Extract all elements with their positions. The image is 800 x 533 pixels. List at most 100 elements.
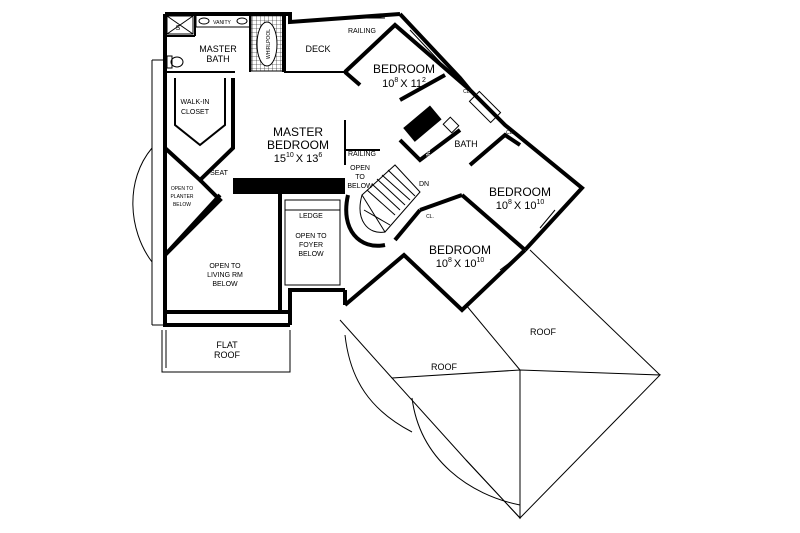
window-bed3: [499, 254, 521, 271]
living-label-2: LIVING RM: [207, 272, 243, 279]
wall-left: [163, 14, 290, 327]
foyer-label-3: BELOW: [298, 251, 324, 258]
roof-area: [339, 249, 662, 520]
linen-label: LINEN: [426, 144, 432, 159]
shower-stall: [166, 15, 194, 35]
closet-wall: [174, 78, 226, 147]
roof-ridge: [465, 304, 521, 371]
whirlpool-icon: [256, 21, 278, 67]
stair-tread: [366, 189, 396, 216]
flat-roof-label-2: ROOF: [214, 350, 241, 360]
whirlpool-label: WHIRLPOOL: [266, 29, 272, 59]
toilet-icon: [170, 56, 184, 68]
flat-roof-area: [161, 330, 291, 373]
railing-stair-label: RAILING: [348, 151, 376, 158]
shower-diag: [166, 15, 194, 35]
roof-eave: [529, 249, 661, 376]
foyer-label-1: OPEN TO: [295, 233, 327, 240]
closet-cl-1: CL.: [463, 89, 471, 95]
tub: [468, 90, 502, 124]
roof-plane-left: [390, 369, 521, 520]
bedroom3-name: BEDROOM: [429, 243, 491, 257]
closet-label-1: WALK-IN: [181, 99, 210, 106]
stair-tread: [387, 169, 416, 197]
stair-tread: [363, 209, 391, 226]
planter-label-1: OPEN TO: [171, 186, 193, 192]
bedroom1-name: BEDROOM: [373, 62, 435, 76]
bed3-north: [419, 193, 463, 212]
bath-sink: [442, 116, 460, 134]
stair-curve-inner: [359, 194, 386, 233]
open-below-1: OPEN: [350, 165, 370, 172]
shower-label: S: [176, 25, 181, 32]
seat-label: SEAT: [210, 170, 228, 177]
interior-walls: [163, 14, 527, 314]
planter-wall-top: [163, 78, 235, 183]
closet-cl-3: CL.: [426, 214, 434, 220]
stair-tread: [376, 178, 406, 206]
bedroom1-jamb: [343, 70, 362, 87]
ledge-label: LEDGE: [299, 213, 323, 220]
roof-curve-large: [411, 397, 521, 506]
bedroom1-south: [399, 73, 446, 102]
dn-label: DN: [419, 181, 429, 188]
wall-foyer-bottom: [288, 288, 345, 325]
foyer-label-2: FOYER: [299, 242, 323, 249]
staircase: [344, 164, 421, 248]
living-label-3: BELOW: [212, 281, 238, 288]
window-bed2: [539, 209, 556, 229]
labels: S VANITY WHIRLPOOL MASTER BATH DECK RAIL…: [170, 20, 556, 372]
bath-wall: [398, 128, 462, 163]
bed2-closet-wall: [468, 132, 522, 167]
roof-eave-bottom: [465, 459, 521, 519]
roof-right-label: ROOF: [530, 327, 557, 337]
wall-south: [343, 248, 527, 313]
fixtures: [166, 14, 284, 72]
roof-plane-right: [519, 369, 662, 520]
vanity-counter: [195, 14, 251, 28]
flat-roof-outline: [161, 330, 291, 373]
vanity-label: VANITY: [213, 20, 231, 26]
master-bedroom-name-2: BEDROOM: [267, 138, 329, 152]
roof-edge: [339, 319, 393, 379]
stair-tread: [371, 183, 401, 211]
stair-curve-outer: [344, 194, 386, 248]
window-bed1: [409, 29, 441, 63]
planter-label-2: PLANTER: [170, 194, 193, 200]
deck-label: DECK: [305, 44, 330, 54]
master-bed-south-wall: [233, 178, 345, 194]
bath-label: BATH: [454, 139, 477, 149]
closet-label-2: CLOSET: [181, 109, 210, 116]
open-below-2: TO: [355, 174, 365, 181]
bay-curve: [132, 147, 153, 263]
bedroom2-name: BEDROOM: [489, 185, 551, 199]
roof-curve-small: [344, 334, 413, 433]
left-bay: [132, 59, 165, 326]
open-below-3: BELOW: [347, 183, 373, 190]
toilet-tank: [166, 55, 173, 69]
sink-icon: [236, 17, 248, 25]
bed3-closet-wall: [393, 208, 422, 242]
roof-left-label: ROOF: [431, 362, 458, 372]
closet-cl-2: CL.: [506, 130, 514, 136]
planter-label-3: BELOW: [173, 202, 191, 208]
stair-run: [361, 164, 421, 233]
railing-top-label: RAILING: [348, 28, 376, 35]
flat-roof-label-1: FLAT: [216, 340, 238, 350]
master-bath-label-1: MASTER: [199, 44, 237, 54]
living-wall-diag: [163, 193, 222, 257]
bed2-bed3-wall: [460, 193, 527, 252]
windows: [330, 17, 556, 271]
wall-east: [468, 88, 585, 252]
foyer-opening: [284, 199, 341, 286]
stair-tread: [381, 174, 411, 201]
master-bath-label-2: BATH: [206, 54, 229, 64]
sink-icon: [198, 17, 210, 25]
living-label-1: OPEN TO: [209, 263, 241, 270]
bedroom1-west: [343, 22, 472, 92]
